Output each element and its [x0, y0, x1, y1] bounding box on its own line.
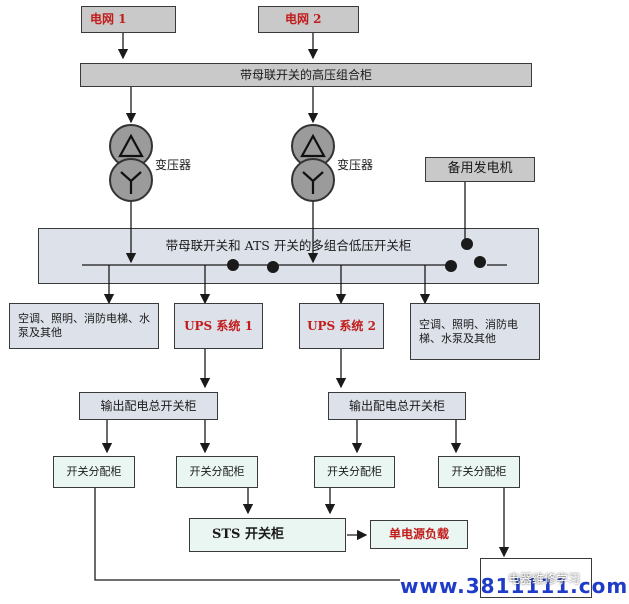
- transformer-1-icon: [109, 124, 153, 202]
- ups-2-box: UPS 系统 2: [299, 303, 384, 349]
- sts-box: STS 开关柜: [189, 518, 346, 552]
- load-left-label: 空调、照明、消防电梯、水泵及其他: [18, 312, 150, 339]
- dist-1-box: 开关分配柜: [53, 456, 135, 488]
- watermark-url: www.3811111.com: [400, 574, 629, 598]
- wire-d1-bottom: [94, 488, 400, 581]
- output-left-label: 输出配电总开关柜: [100, 398, 197, 413]
- single-load-box: 单电源负载: [370, 520, 468, 549]
- dist-2-box: 开关分配柜: [176, 456, 258, 488]
- dist-2-label: 开关分配柜: [189, 465, 245, 479]
- watermark-text: 电器维修学习: [508, 572, 581, 586]
- grid-2-label: 电网 2: [285, 12, 322, 26]
- transformer-2-icon: [291, 124, 335, 202]
- load-right-label: 空调、照明、消防电梯、水泵及其他: [419, 317, 518, 345]
- grid-1-label: 电网 1: [90, 12, 127, 26]
- generator-label: 备用发电机: [447, 161, 513, 177]
- dist-3-label: 开关分配柜: [327, 465, 382, 479]
- output-left-box: 输出配电总开关柜: [79, 392, 218, 420]
- bottom-right-box: [480, 558, 592, 598]
- dist-1-label: 开关分配柜: [66, 465, 122, 479]
- breaker-gen: [461, 238, 473, 250]
- load-right-box: 空调、照明、消防电梯、水泵及其他: [410, 303, 540, 360]
- transformer-1-label: 变压器: [155, 158, 192, 172]
- single-load-label: 单电源负载: [388, 527, 449, 541]
- hv-cabinet-box: 带母联开关的高压组合柜: [80, 63, 532, 87]
- transformer-2-label: 变压器: [337, 158, 374, 172]
- hv-cabinet-label: 带母联开关的高压组合柜: [239, 67, 372, 82]
- sts-label: STS 开关柜: [212, 526, 284, 542]
- dist-3-box: 开关分配柜: [314, 456, 395, 488]
- load-left-box: 空调、照明、消防电梯、水泵及其他: [9, 303, 159, 349]
- dist-4-box: 开关分配柜: [438, 456, 520, 488]
- breaker-2: [267, 261, 279, 273]
- grid-1-box: 电网 1: [81, 6, 176, 33]
- grid-2-box: 电网 2: [258, 6, 359, 33]
- dist-4-label: 开关分配柜: [451, 465, 507, 479]
- breaker-1: [227, 259, 239, 271]
- ups-1-label: UPS 系统 1: [184, 318, 253, 333]
- breaker-4: [474, 256, 486, 268]
- output-right-label: 输出配电总开关柜: [348, 398, 445, 413]
- breaker-3: [445, 260, 457, 272]
- ups-2-label: UPS 系统 2: [307, 318, 376, 333]
- output-right-box: 输出配电总开关柜: [328, 392, 466, 420]
- ups-1-box: UPS 系统 1: [174, 303, 263, 349]
- generator-box: 备用发电机: [425, 157, 535, 182]
